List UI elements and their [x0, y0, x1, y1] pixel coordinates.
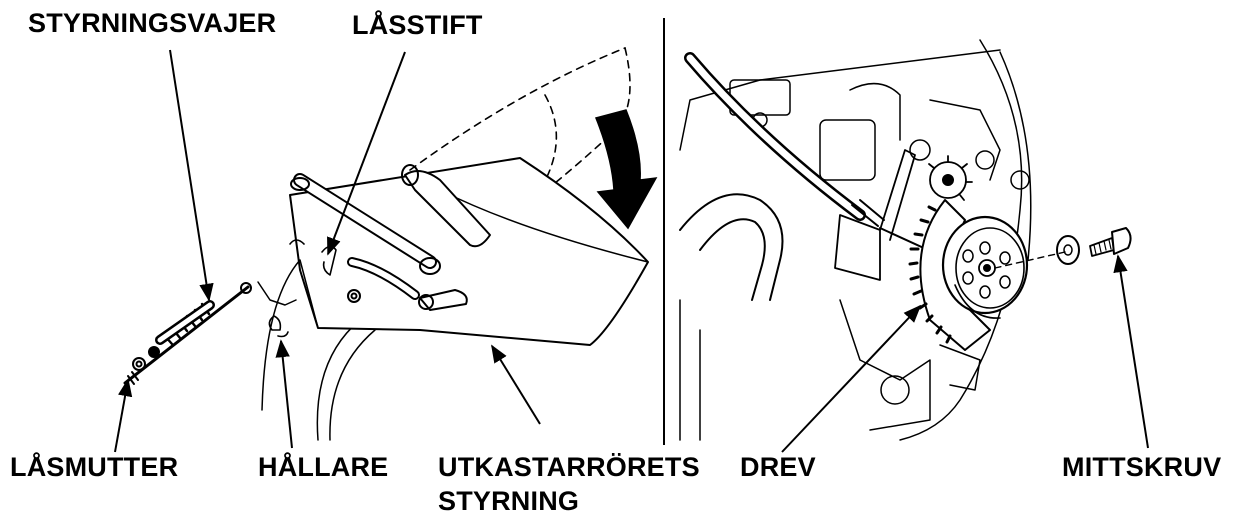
left-view — [123, 47, 649, 441]
label-holder: HÅLLARE — [258, 452, 389, 482]
leader-chute-guide — [491, 344, 541, 425]
rotation-arrow — [594, 109, 658, 230]
label-center-bolt: MITTSKRUV — [1062, 452, 1222, 482]
leader-drive-gear — [781, 304, 922, 453]
label-chute-guide-line1: UTKASTARRÖRETS — [438, 452, 700, 482]
leader-holder — [275, 339, 293, 449]
leader-steering-cable — [169, 49, 214, 302]
label-lock-pin: LÅSSTIFT — [352, 10, 483, 40]
leader-lines — [114, 49, 1149, 453]
leader-center-bolt — [1113, 254, 1149, 449]
label-drive-gear: DREV — [740, 452, 816, 482]
label-steering-cable: STYRNINGSVAJER — [28, 8, 277, 38]
label-chute-guide-line2: STYRNING — [438, 486, 580, 516]
label-chute-guide: UTKASTARRÖRETS STYRNING — [438, 450, 700, 518]
leader-lock-nut — [114, 378, 133, 453]
right-view — [679, 39, 1132, 441]
label-lock-nut: LÅSMUTTER — [10, 452, 179, 482]
leader-lock-pin — [327, 51, 406, 256]
